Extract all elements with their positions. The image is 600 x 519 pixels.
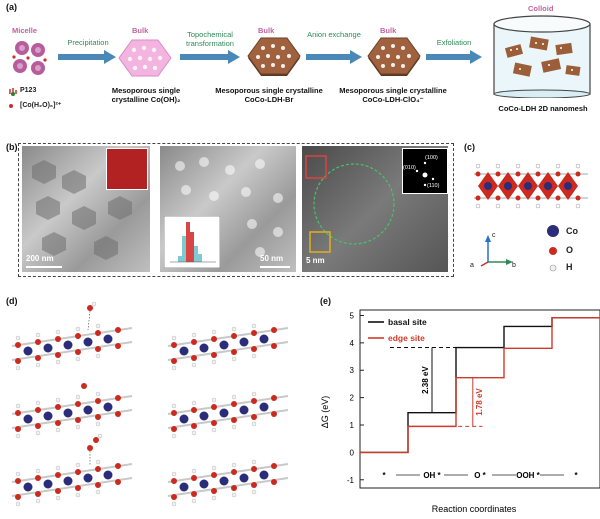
reaction-step-label: * [574, 471, 578, 480]
p123-label: P123 [20, 87, 37, 94]
series-line-edge [360, 316, 600, 454]
legend-co: Co [566, 226, 578, 236]
panel-a-label: (a) [6, 2, 17, 12]
product-ldh-clo4: Mesoporous single crystalline CoCo-LDH-C… [339, 86, 447, 104]
reaction-step-label: OOH * [516, 471, 540, 480]
arrow-exfoliation [426, 50, 482, 64]
nanomesh-label: CoCo-LDH 2D nanomesh [498, 104, 588, 113]
ldh-crystal-structure [474, 163, 588, 209]
hrtem-image: (010) (100) (110) 5 nm [302, 146, 448, 272]
scale-bar-line-1 [26, 266, 62, 268]
reaction-step-label: O * [474, 471, 486, 480]
legend-h: H [566, 262, 573, 272]
plot-frame [359, 309, 600, 489]
p123-icon [9, 88, 17, 96]
y-tick-label: 2 [350, 394, 355, 403]
product-ldh-br: Mesoporous single crystalline CoCo-LDH-B… [215, 86, 323, 104]
panel-d-label: (d) [6, 296, 18, 306]
o-atom-icon [549, 247, 557, 255]
micelle-label: Micelle [12, 26, 38, 35]
co-ion-icon [9, 104, 13, 108]
arrow-topochemical [180, 50, 240, 64]
legend-label-1: edge site [388, 333, 425, 343]
arrow-anion-exchange [306, 50, 362, 64]
colloid-photo-inset [106, 148, 148, 190]
y-axis-label: ΔG (eV) [320, 396, 330, 429]
tem-image-mid-mag: 50 nm [160, 146, 296, 272]
scale-bar-50nm: 50 nm [260, 254, 284, 263]
panel-c-label: (c) [464, 142, 475, 152]
saed-100: (100) [425, 155, 438, 161]
bulk-label-1: Bulk [132, 26, 149, 35]
arrow-label-topochemical: Topochemical transformation [186, 30, 234, 48]
bulk-label-3: Bulk [380, 26, 397, 35]
reaction-step-label: OH * [423, 471, 441, 480]
panel-e-label: (e) [320, 296, 331, 306]
panel-b-label: (b) [6, 142, 18, 152]
y-tick-label: -1 [347, 476, 355, 485]
legend-label-0: basal site [388, 317, 427, 327]
saed-110: (110) [427, 183, 440, 189]
axis-a: a [470, 262, 474, 269]
y-tick-label: 5 [350, 311, 355, 320]
scale-bar-5nm: 5 nm [306, 256, 325, 265]
x-axis-label: Reaction coordinates [432, 504, 517, 514]
scale-bar-200nm: 200 nm [26, 254, 54, 263]
arrow-precipitation [58, 50, 116, 64]
pore-size-histogram-inset [164, 216, 220, 268]
adsorption-models-grid [8, 300, 308, 514]
bulk-coh2-hexagon [118, 39, 172, 77]
basal-gap-label: 2.38 eV [421, 366, 430, 394]
arrow-label-precipitation: Precipitation [67, 38, 109, 47]
bulk-label-2: Bulk [258, 26, 275, 35]
tem-image-low-mag: 200 nm [22, 146, 150, 272]
reaction-step-label: * [382, 471, 386, 480]
colloid-label: Colloid [528, 4, 554, 13]
product-coh2: Mesoporous single crystalline Co(OH)₂ [111, 86, 181, 104]
edge-gap-label: 1.78 eV [475, 388, 484, 416]
axes-icon [480, 235, 513, 267]
y-tick-label: 0 [350, 448, 355, 457]
y-tick-label: 4 [350, 339, 355, 348]
bulk-ldh-clo4-hexagon [367, 37, 421, 76]
y-tick-label: 3 [350, 366, 355, 375]
arrow-label-anion-exchange: Anion exchange [307, 30, 361, 39]
co-ion-label: [Co(H₂O)₆]²⁺ [20, 102, 62, 109]
axis-b: b [512, 262, 516, 269]
micelle-illustration [12, 41, 47, 75]
bulk-ldh-br-hexagon [247, 37, 301, 76]
y-tick-label: 1 [350, 421, 355, 430]
saed-010: (010) [403, 165, 416, 171]
co-atom-icon [547, 225, 559, 237]
panel-b-frame [18, 143, 454, 277]
arrow-label-exfoliation: Exfoliation [436, 38, 472, 47]
scale-bar-line-2 [260, 266, 290, 268]
h-atom-icon [549, 264, 557, 272]
energy-diagram-chart: -1 0 1 2 3 4 5 2.38 eV 1.78 eV basal site edge s… [320, 309, 600, 514]
colloid-beaker [493, 15, 591, 98]
saed-inset: (010) (100) (110) [402, 148, 448, 194]
axis-c: c [492, 232, 496, 239]
legend-o: O [566, 245, 574, 255]
